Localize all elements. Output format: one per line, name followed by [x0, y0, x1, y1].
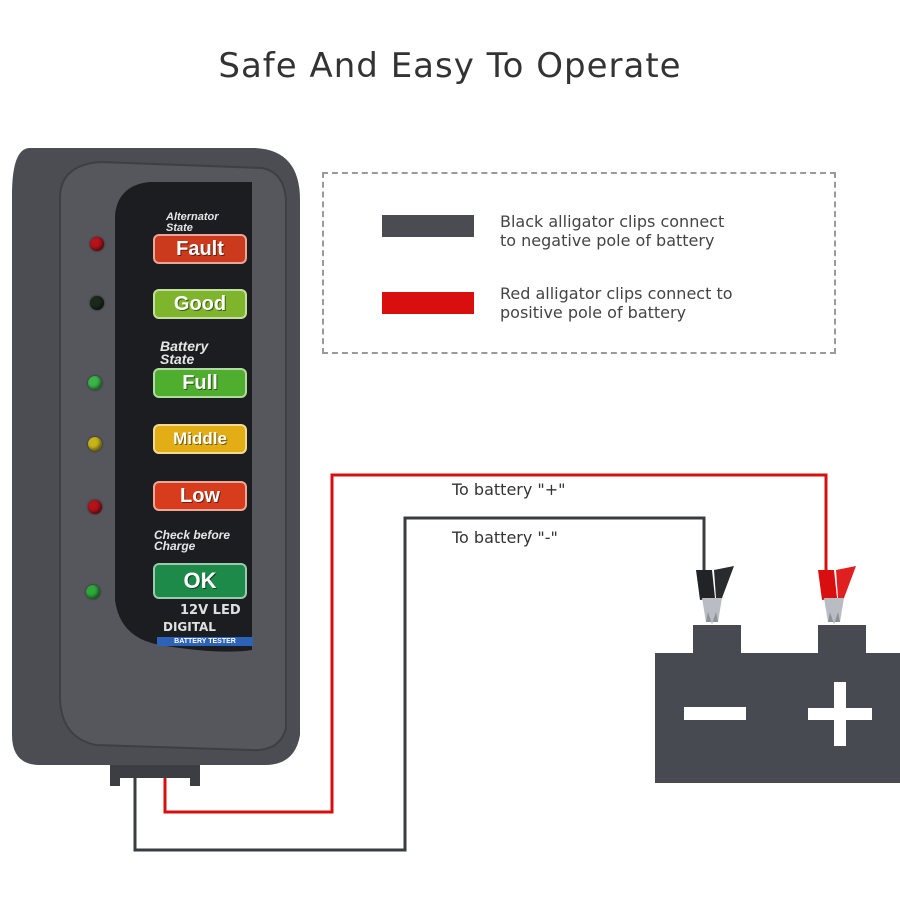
black-clip-legend-text: Black alligator clips connect to negativ… — [500, 212, 725, 250]
battery-state-label: Battery State — [160, 338, 209, 367]
model-type-text: DIGITAL — [163, 620, 216, 634]
full-led — [88, 376, 102, 390]
good-indicator-button: Good — [153, 289, 247, 319]
check-before-charge-label: Check before Charge — [154, 528, 231, 553]
black-alligator-clip — [696, 566, 734, 624]
red-clip-swatch — [382, 292, 474, 314]
full-indicator-button: Full — [153, 368, 247, 398]
red-wire — [163, 473, 828, 814]
positive-terminal — [818, 625, 866, 655]
black-wire — [133, 516, 706, 852]
ok-indicator-button: OK — [153, 563, 247, 599]
positive-pole-symbol-vertical — [834, 682, 846, 746]
middle-indicator-button: Middle — [153, 424, 247, 454]
positive-wire-label: To battery "+" — [452, 480, 566, 499]
model-voltage-text: 12V LED — [180, 603, 241, 618]
red-alligator-clip — [818, 566, 856, 624]
negative-pole-symbol — [684, 707, 746, 720]
good-led — [90, 296, 104, 310]
fault-indicator-button: Fault — [153, 234, 247, 264]
negative-terminal — [693, 625, 741, 655]
middle-led — [88, 437, 102, 451]
low-led — [88, 500, 102, 514]
wiring-legend — [322, 172, 836, 354]
page-title: Safe And Easy To Operate — [218, 46, 682, 86]
ok-led — [86, 585, 100, 599]
black-clip-swatch — [382, 215, 474, 237]
red-clip-legend-text: Red alligator clips connect to positive … — [500, 284, 733, 322]
battery-tester-badge: BATTERY TESTER — [157, 637, 253, 646]
alternator-state-label: Alternator State — [166, 211, 219, 234]
negative-wire-label: To battery "-" — [452, 528, 558, 547]
fault-led — [90, 237, 104, 251]
low-indicator-button: Low — [153, 481, 247, 511]
